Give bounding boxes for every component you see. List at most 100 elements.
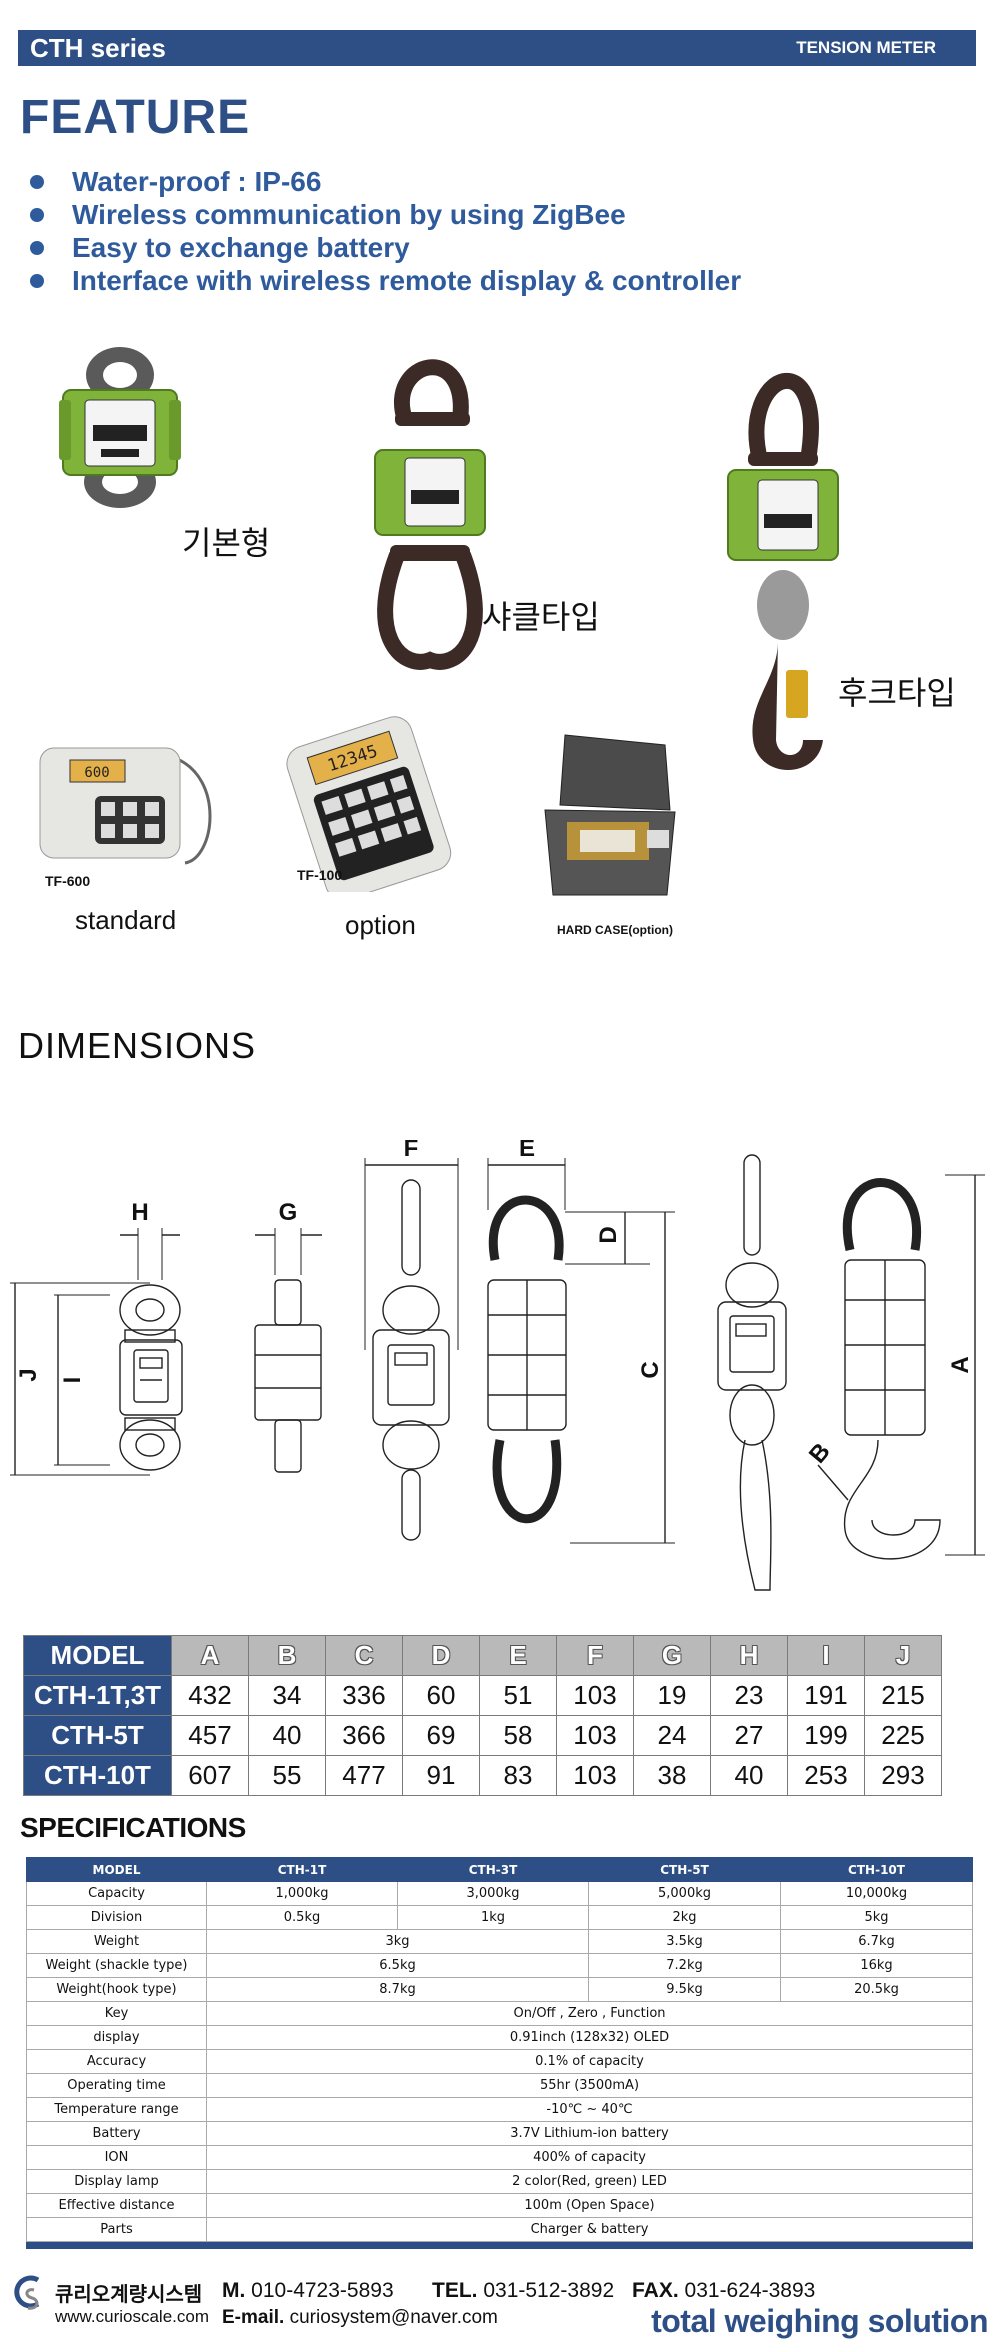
tension-meter-shackle-image [374,359,486,670]
col-header: MODEL [23,1635,172,1676]
table-cell: 8.7kg [206,1977,589,2002]
dim-label-j: J [15,1368,42,1381]
table-cell: 60 [402,1675,480,1716]
table-cell: 20.5kg [780,1977,973,2002]
series-title: CTH series [30,32,166,63]
dim-label-h: H [131,1199,148,1226]
table-row: Accuracy 0.1% of capacity [26,2049,973,2074]
feature-item: Water-proof : IP-66 [30,165,741,198]
table-cell: 103 [556,1715,634,1756]
mobile-contact: M. 010-4723-5893 [222,2279,394,2302]
table-cell: 225 [864,1715,942,1756]
table-cell: 103 [556,1675,634,1716]
hard-case-label: HARD CASE(option) [557,923,673,937]
table-cell: 38 [633,1755,711,1796]
dim-label-i: I [59,1377,86,1384]
table-cell: 1kg [397,1905,589,1930]
table-row: Key On/Off , Zero , Function [26,2001,973,2026]
dim-label-g: G [279,1199,298,1226]
table-cell: 55hr (3500mA) [206,2073,973,2098]
feature-item: Wireless communication by using ZigBee [30,198,741,231]
table-row: ION 400% of capacity [26,2145,973,2170]
table-cell: 6.5kg [206,1953,589,1978]
dimension-drawing: H G F E D C J I B A [10,1140,985,1591]
email-link[interactable]: curiosystem@naver.com [289,2307,498,2328]
spec-row-label: display [26,2025,207,2050]
col-header: F [556,1635,634,1676]
table-row: Weight(hook type) 8.7kg 9.5kg 20.5kg [26,1977,973,2002]
col-header: G [633,1635,711,1676]
option-label: option [345,910,416,940]
table-cell: 336 [325,1675,403,1716]
spec-header-row: MODEL CTH-1T CTH-3T CTH-5T CTH-10T [26,1857,973,1882]
spec-col-header: CTH-5T [588,1857,781,1882]
table-cell: On/Off , Zero , Function [206,2001,973,2026]
dimensions-heading: DIMENSIONS [18,1025,257,1066]
dimension-table-header: MODEL A B C D E F G H I J [23,1635,942,1676]
website-link[interactable]: www.curioscale.com [55,2307,209,2326]
bullet-icon [30,207,44,222]
fax-contact: FAX. 031-624-3893 [632,2279,816,2302]
table-cell: 191 [787,1675,865,1716]
table-cell: 366 [325,1715,403,1756]
spec-row-label: Weight (shackle type) [26,1953,207,1978]
standard-label: standard [75,905,177,935]
spec-row-label: Battery [26,2121,207,2146]
spec-col-header: MODEL [26,1857,207,1882]
table-cell: 2 color(Red, green) LED [206,2169,973,2194]
table-cell: 55 [248,1755,326,1796]
table-cell: 3.5kg [588,1929,781,1954]
hard-case-image [544,734,676,896]
tf100-remote-image: 12345 [286,716,452,892]
tf600-display-text: 600 [84,765,109,781]
hook-side-drawing [817,1174,985,1560]
table-row: Temperature range -10℃ ~ 40℃ [26,2097,973,2122]
spec-row-label: Accuracy [26,2049,207,2074]
tf600-remote-image: 600 [39,747,212,865]
table-cell: 23 [710,1675,788,1716]
spec-table-footer-bar [26,2241,973,2249]
table-row: Weight 3kg 3.5kg 6.7kg [26,1929,973,1954]
dim-label-f: F [404,1140,419,1162]
table-cell: 69 [402,1715,480,1756]
col-header: J [864,1635,942,1676]
dimension-table: MODEL A B C D E F G H I J CTH-1T,3T 432 … [23,1635,942,1796]
basic-side-drawing [254,1228,322,1473]
spec-row-label: Division [26,1905,207,1930]
basic-front-drawing [10,1228,183,1476]
table-cell: 27 [710,1715,788,1756]
tel-contact: TEL. 031-512-3892 [432,2279,615,2302]
spec-row-label: Parts [26,2217,207,2242]
hook-type-label: 후크타입 [838,674,956,712]
table-cell: 0.5kg [206,1905,398,1930]
table-cell: 477 [325,1755,403,1796]
table-cell: 10,000kg [780,1881,973,1906]
basic-type-label: 기본형 [182,524,271,562]
table-row: Division 0.5kg 1kg 2kg 5kg [26,1905,973,1930]
feature-item: Easy to exchange battery [30,231,741,264]
email-contact: E-mail. curiosystem@naver.com [222,2307,498,2328]
table-cell: 0.91inch (128x32) OLED [206,2025,973,2050]
table-cell: 253 [787,1755,865,1796]
col-header: E [479,1635,557,1676]
table-cell: 58 [479,1715,557,1756]
table-cell: 400% of capacity [206,2145,973,2170]
long-front-drawing [364,1158,459,1541]
spec-row-label: Effective distance [26,2193,207,2218]
table-cell: 5kg [780,1905,973,1930]
row-model: CTH-10T [23,1755,172,1796]
dim-label-d: D [595,1226,622,1243]
table-cell: 91 [402,1755,480,1796]
company-name: 큐리오계량시스템 [55,2282,203,2306]
table-cell: 103 [556,1755,634,1796]
feature-item: Interface with wireless remote display &… [30,264,741,297]
spec-col-header: CTH-3T [397,1857,589,1882]
table-cell: 16kg [780,1953,973,1978]
dim-label-e: E [519,1140,535,1162]
table-cell: 100m (Open Space) [206,2193,973,2218]
table-cell: 5,000kg [588,1881,781,1906]
bullet-icon [30,273,44,288]
tension-meter-hook-image [727,372,839,770]
shackle-type-label: 샤클타입 [482,598,600,636]
table-row: CTH-10T 607 55 477 91 83 103 38 40 253 2… [23,1755,942,1796]
